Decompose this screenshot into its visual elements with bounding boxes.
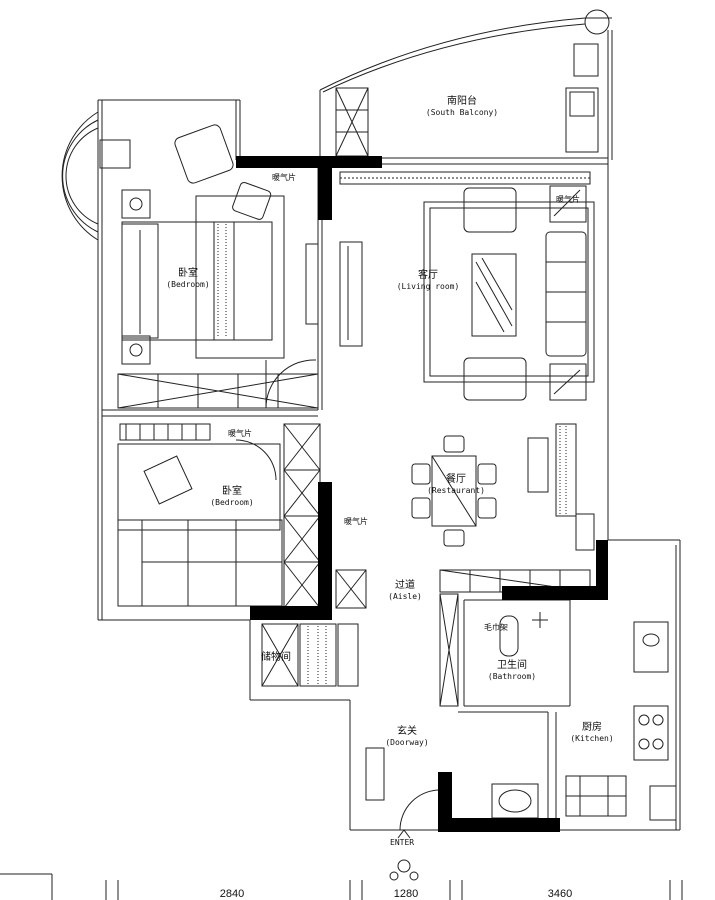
label-living-room: 客厅 (Living room) xyxy=(397,270,460,291)
label-storage: 储物间 xyxy=(261,652,291,664)
radiator-label-3: 暖气片 xyxy=(228,429,252,438)
kitchen-cn: 厨房 xyxy=(581,722,602,733)
outer-walls xyxy=(97,17,681,831)
label-restaurant: 餐厅 (Restaurant) xyxy=(427,474,485,495)
second-bedroom-furniture xyxy=(117,423,321,609)
kitchen-fixtures xyxy=(555,621,677,830)
second-bedroom-cn: 卧室 xyxy=(221,486,242,497)
south-balcony-en: (South Balcony) xyxy=(425,107,499,117)
storage-cn: 储物间 xyxy=(261,652,291,663)
master-bedroom-en: (Bedroom) xyxy=(166,279,210,289)
dimension-label-1: 2840 xyxy=(219,888,245,900)
label-kitchen: 厨房 (Kitchen) xyxy=(570,722,613,743)
second-bedroom-en: (Bedroom) xyxy=(210,497,254,507)
south-balcony-cn: 南阳台 xyxy=(447,96,477,107)
shoe-cabinet xyxy=(365,747,385,801)
dimension-line xyxy=(0,873,683,900)
bathroom-en: (Bathroom) xyxy=(487,671,537,681)
bathroom-cn: 卫生间 xyxy=(496,660,527,671)
radiator-label-1: 暖气片 xyxy=(272,173,296,182)
living-room-cn: 客厅 xyxy=(418,270,438,281)
restaurant-en: (Restaurant) xyxy=(427,485,485,495)
radiator-label-4: 暖气片 xyxy=(344,517,368,526)
master-bedroom-furniture xyxy=(117,124,319,409)
label-aisle: 过道 (Aisle) xyxy=(388,580,422,601)
dimension-label-2: 1280 xyxy=(393,888,419,900)
towel-rack-label: 毛巾架 xyxy=(484,623,508,632)
aisle-en: (Aisle) xyxy=(388,591,422,601)
label-master-bedroom: 卧室 (Bedroom) xyxy=(166,268,209,289)
bay-window xyxy=(61,111,131,241)
label-bathroom: 卫生间 (Bathroom) xyxy=(488,660,536,681)
living-room-en: (Living room) xyxy=(396,281,460,291)
entry-door-swing xyxy=(399,789,441,831)
load-bearing-walls xyxy=(236,156,608,832)
aisle-cabinet xyxy=(335,569,367,609)
kitchen-en: (Kitchen) xyxy=(570,733,614,743)
doorway-en: (Doorway) xyxy=(385,737,429,747)
balcony-sink xyxy=(565,87,599,153)
radiator-label-2: 暖气片 xyxy=(556,195,580,204)
washing-machine xyxy=(573,43,599,77)
master-bedroom-cn: 卧室 xyxy=(177,268,198,279)
doorway-cn: 玄关 xyxy=(396,726,417,737)
label-south-balcony: 南阳台 (South Balcony) xyxy=(426,96,498,117)
dimension-label-3: 3460 xyxy=(547,888,573,900)
pillar xyxy=(584,9,610,35)
dining-table xyxy=(411,423,595,551)
label-doorway: 玄关 (Doorway) xyxy=(385,726,428,747)
restaurant-cn: 餐厅 xyxy=(445,474,466,485)
enter-label: ENTER xyxy=(390,838,415,847)
aisle-cn: 过道 xyxy=(395,580,415,591)
label-second-bedroom: 卧室 (Bedroom) xyxy=(210,486,253,507)
living-room-furniture xyxy=(423,185,595,401)
